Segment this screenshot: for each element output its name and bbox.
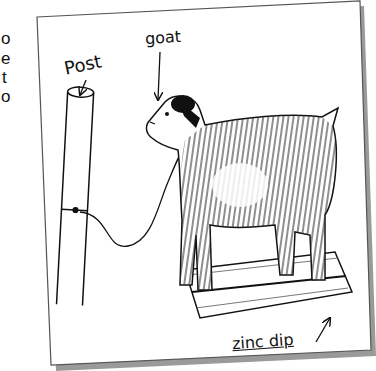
margin-fragment: e <box>1 50 10 67</box>
leader-arrow <box>158 52 160 100</box>
rope <box>80 146 186 246</box>
paper-card <box>37 1 371 365</box>
leader-arrow <box>316 318 330 342</box>
part-label: zinc dip <box>232 332 295 352</box>
part-label: goat <box>144 29 181 47</box>
post-drawing <box>57 86 94 305</box>
margin-fragment: o <box>1 30 10 47</box>
margin-fragment: t <box>2 69 7 86</box>
leader-arrow <box>80 80 86 95</box>
margin-fragment: o <box>1 88 10 105</box>
part-label: Post <box>63 52 104 77</box>
goat-drawing <box>146 95 338 290</box>
